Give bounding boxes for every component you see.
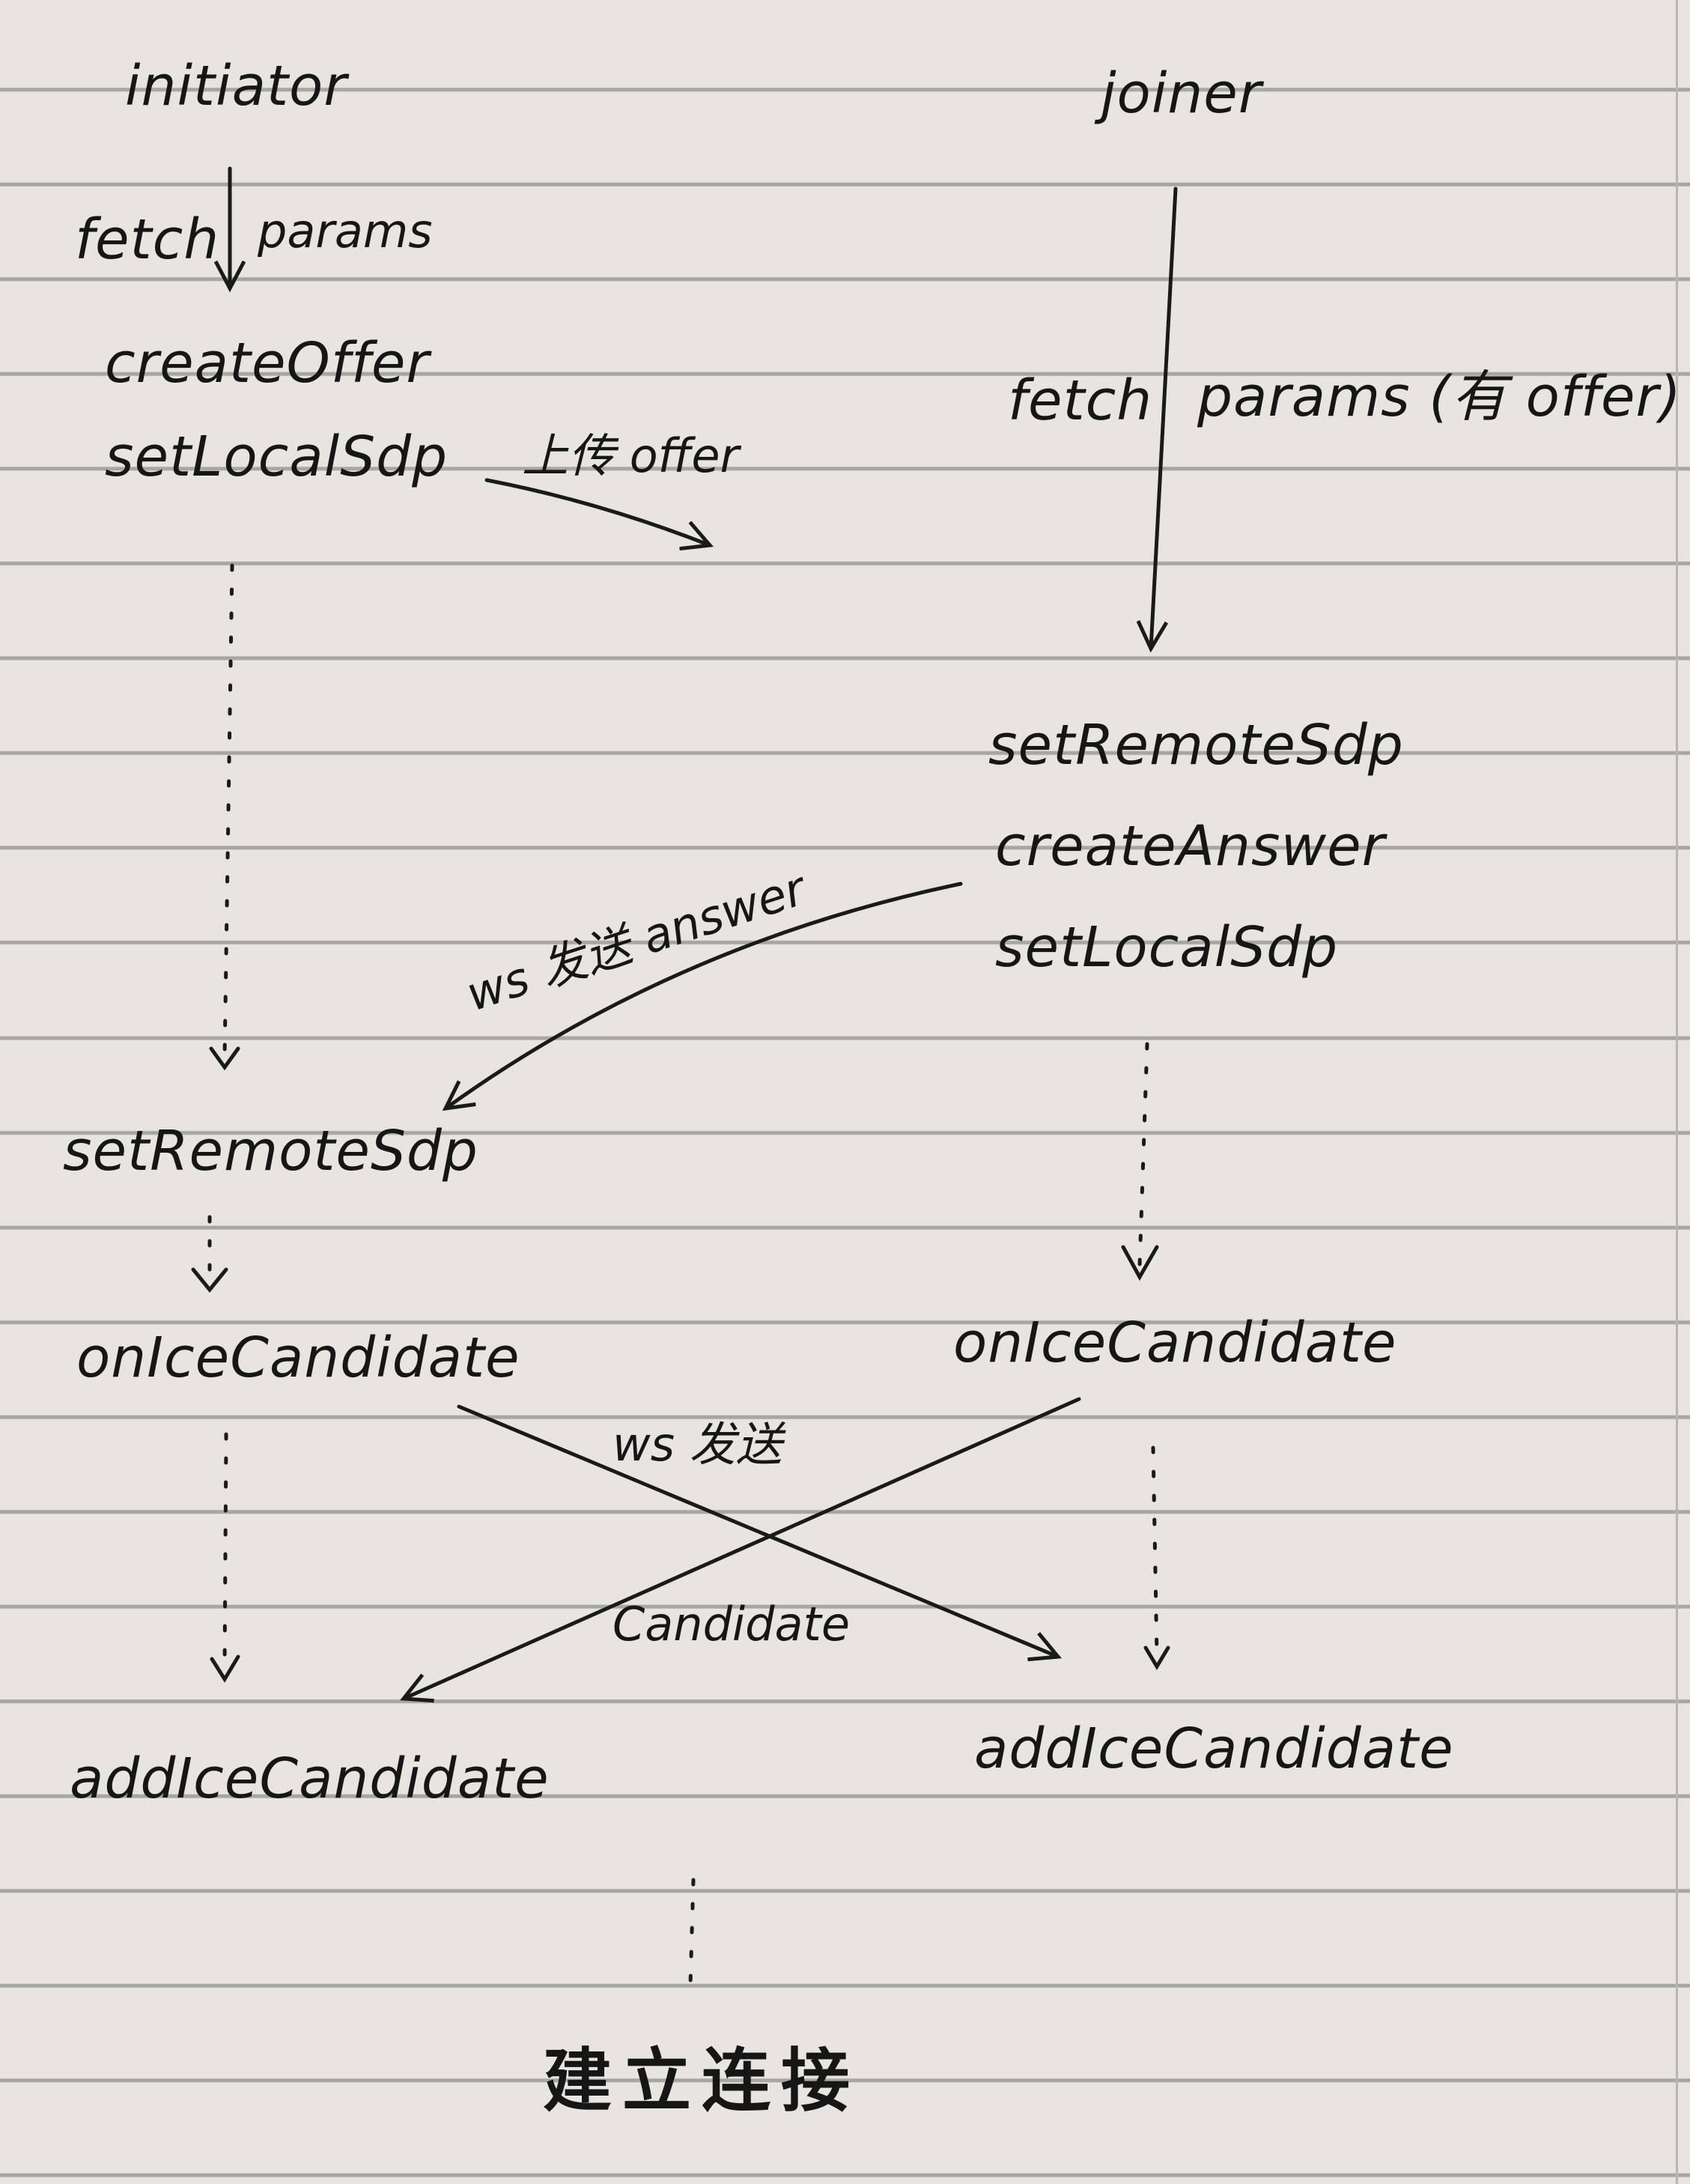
initiator-params-label: params: [257, 204, 433, 258]
joiner-dotted-arrowhead-2: [1143, 1645, 1170, 1670]
initiator-dotted-arrowhead-2: [191, 1267, 228, 1293]
joiner-fetch-arrow: [1136, 186, 1178, 653]
joiner-step-set-remote-sdp: setRemoteSdp: [988, 713, 1404, 777]
joiner-dotted-line-1: [1137, 1042, 1149, 1268]
joiner-fetch-label: fetch: [1008, 368, 1152, 433]
margin-line: [1676, 0, 1678, 2184]
joiner-step-add-ice-candidate: addIceCandidate: [974, 1717, 1454, 1781]
upload-offer-label: 上传 offer: [522, 428, 742, 483]
joiner-step-create-answer: createAnswer: [995, 814, 1388, 879]
candidate-arrow-to-joiner: [457, 1404, 1062, 1662]
joiner-step-set-local-sdp: setLocalSdp: [995, 915, 1338, 980]
joiner-params-label: params (有 offer): [1197, 365, 1682, 429]
initiator-fetch-label: fetch: [75, 207, 219, 272]
joiner-dotted-line-2: [1151, 1446, 1159, 1657]
connection-established-label: 建立连接: [543, 2041, 860, 2121]
result-dotted-line: [688, 1878, 696, 1987]
ws-send-label: ws 发送: [613, 1417, 786, 1472]
ws-send-answer-arrow: [442, 882, 963, 1111]
candidate-arrow-to-initiator: [400, 1397, 1081, 1703]
joiner-title: joiner: [1094, 61, 1265, 126]
joiner-dotted-arrowhead-1: [1121, 1245, 1159, 1281]
upload-offer-arrow: [484, 478, 714, 551]
initiator-title: initiator: [125, 54, 350, 118]
initiator-step-set-local-sdp: setLocalSdp: [105, 425, 448, 489]
initiator-step-set-remote-sdp: setRemoteSdp: [63, 1119, 478, 1183]
initiator-step-on-ice-candidate: onIceCandidate: [76, 1326, 520, 1390]
joiner-step-on-ice-candidate: onIceCandidate: [953, 1311, 1397, 1375]
initiator-dotted-line-3: [222, 1432, 228, 1669]
initiator-dotted-arrowhead-1: [209, 1046, 240, 1071]
initiator-step-create-offer: createOffer: [105, 331, 432, 395]
initiator-dotted-arrowhead-3: [210, 1654, 240, 1683]
candidate-label: Candidate: [613, 1597, 850, 1651]
initiator-dotted-line-1: [222, 563, 234, 1058]
initiator-step-add-ice-candidate: addIceCandidate: [70, 1747, 550, 1811]
